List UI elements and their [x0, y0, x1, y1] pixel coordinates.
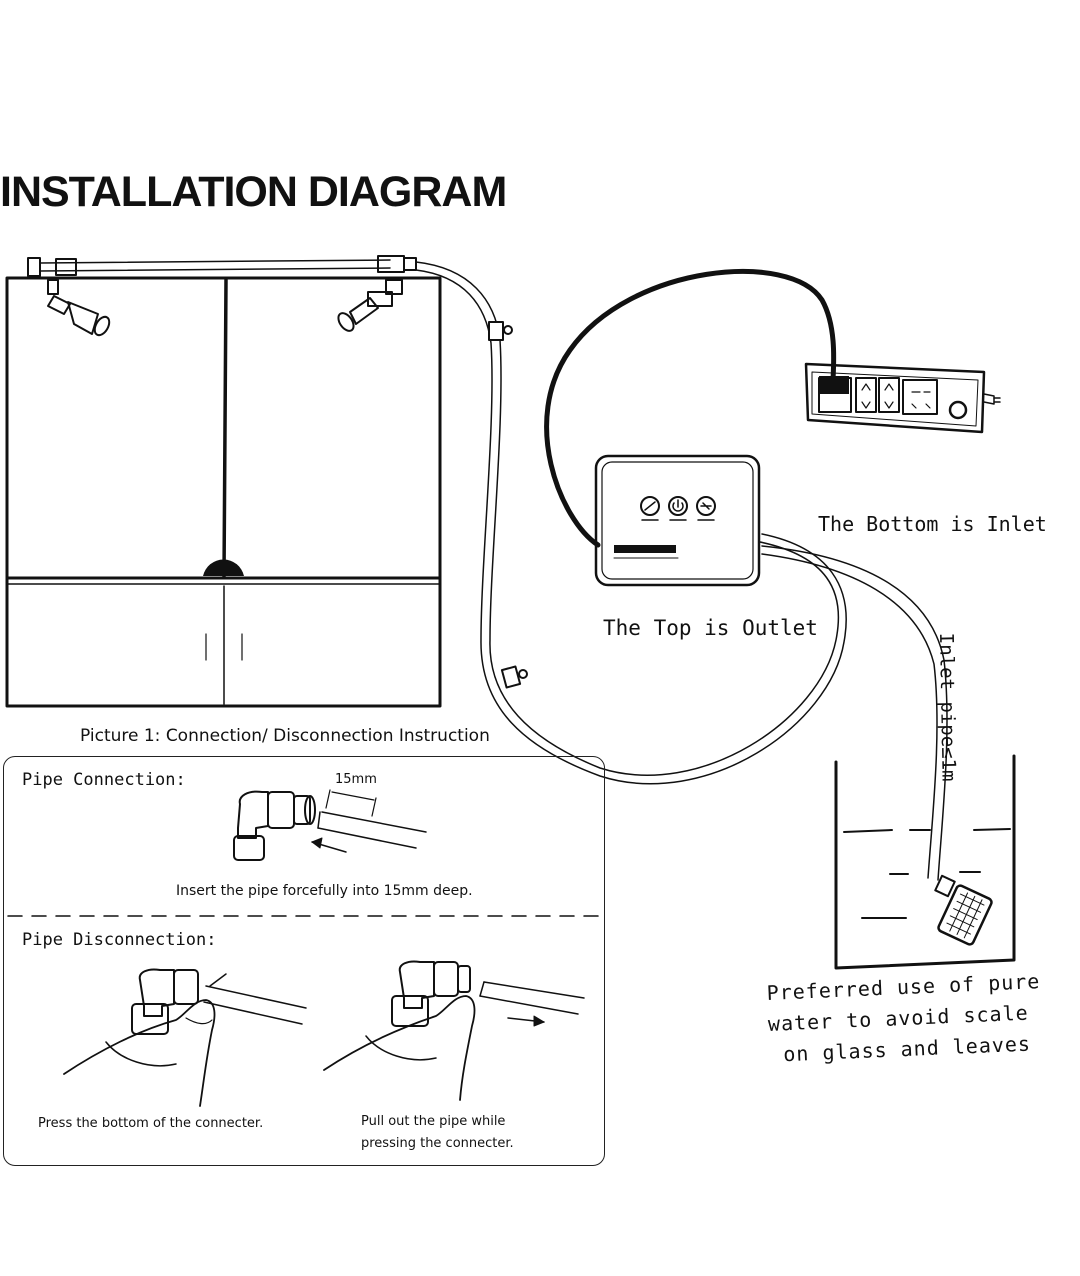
pull-line-1: Pull out the pipe while [361, 1114, 506, 1129]
depth-mark-label: 15mm [335, 772, 377, 787]
power-cable [544, 268, 837, 548]
outlet-hose [415, 261, 847, 785]
socket-up-down-icon [855, 377, 877, 413]
picture-caption: Picture 1: Connection/ Disconnection Ins… [80, 726, 490, 746]
terrarium-tank [5, 276, 442, 708]
power-strip [804, 362, 1001, 434]
elbow-connector-icon [233, 790, 316, 861]
spray-icon [640, 496, 660, 516]
hand-press-illustration [63, 968, 307, 1107]
mist-pipe [27, 255, 417, 277]
outlet-label: The Top is Outlet [603, 616, 818, 640]
inlet-hose [761, 545, 948, 881]
nozzle-right-icon [337, 279, 403, 332]
pull-instruction: Pull out the pipe while pressing the con… [361, 1111, 514, 1155]
inlet-pipe-label: Inlet pipe≤1m [935, 632, 960, 782]
press-instruction: Press the bottom of the connecter. [38, 1116, 264, 1131]
mist-icon [696, 496, 716, 516]
water-container [834, 754, 1016, 970]
insert-instruction: Insert the pipe forcefully into 15mm dee… [176, 883, 473, 899]
inlet-label: The Bottom is Inlet [818, 512, 1047, 536]
power-icon [668, 496, 688, 516]
pipe-disconnection-heading: Pipe Disconnection: [22, 930, 217, 950]
socket-up-down-icon [878, 377, 900, 413]
pipe-connection-heading: Pipe Connection: [22, 770, 186, 790]
hinge-icon [203, 559, 244, 576]
nozzle-left-icon [47, 279, 111, 337]
plug-socket-icon [818, 376, 852, 413]
power-switch-icon [948, 400, 968, 420]
pipe-insert [311, 789, 427, 853]
three-pin-socket-icon [902, 379, 938, 415]
hand-pull-illustration [323, 960, 585, 1101]
inlet-filter-icon [934, 874, 993, 946]
instruction-panel [3, 756, 605, 1166]
pull-line-2: pressing the connecter. [361, 1136, 514, 1151]
preferred-water-note: Preferred use of pure water to avoid sca… [766, 966, 1044, 1071]
page-title: INSTALLATION DIAGRAM [0, 168, 507, 216]
controller-unit [594, 454, 761, 587]
